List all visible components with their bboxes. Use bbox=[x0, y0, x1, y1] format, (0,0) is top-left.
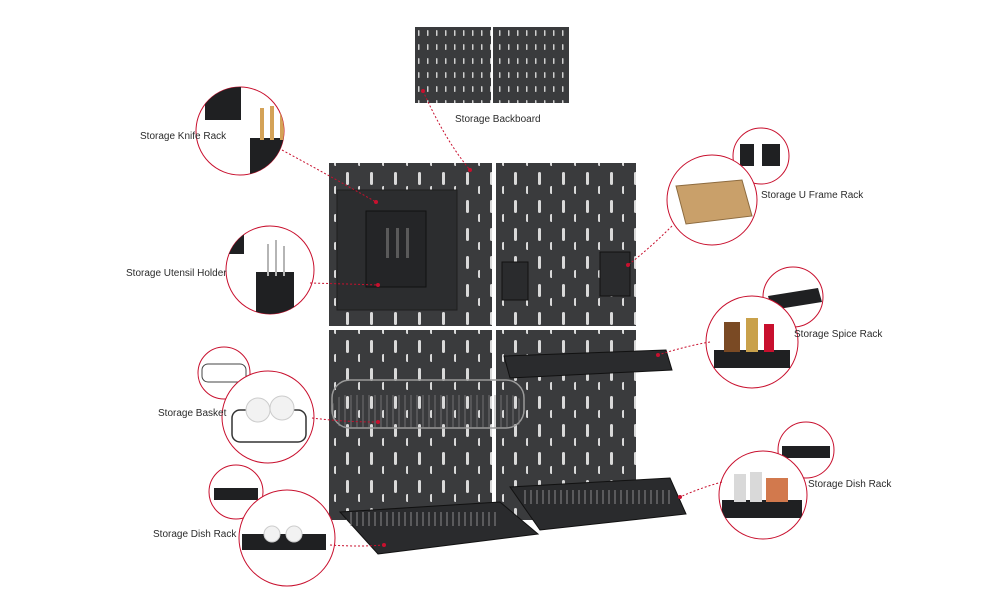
leader-lines bbox=[281, 90, 723, 547]
knife-rack-mounted bbox=[336, 189, 458, 311]
label-storage-dish-rack-right: Storage Dish Rack bbox=[808, 479, 892, 490]
dish-racks-mounted bbox=[338, 477, 687, 555]
dish-rack-right-callout bbox=[718, 421, 835, 540]
spice-rack-callout bbox=[705, 266, 824, 389]
label-storage-backboard: Storage Backboard bbox=[455, 114, 541, 125]
backboard-thumbnail bbox=[415, 27, 569, 103]
label-storage-knife-rack: Storage Knife Rack bbox=[140, 131, 227, 142]
label-storage-u-frame-rack: Storage U Frame Rack bbox=[761, 190, 864, 201]
knife-rack-callout bbox=[195, 86, 285, 176]
spice-shelf-mounted bbox=[503, 349, 673, 379]
utensil-holder-callout bbox=[225, 225, 315, 315]
pegboard-assembly bbox=[329, 163, 687, 555]
leader-dots bbox=[374, 89, 682, 547]
label-storage-spice-rack: Storage Spice Rack bbox=[794, 329, 883, 340]
label-storage-utensil-holder: Storage Utensil Holder bbox=[126, 268, 227, 279]
label-storage-dish-rack-left: Storage Dish Rack bbox=[153, 529, 237, 540]
u-frame-mounted bbox=[501, 251, 631, 301]
u-frame-callout bbox=[666, 127, 790, 246]
dish-rack-left-callout bbox=[208, 464, 336, 587]
basket-callout bbox=[197, 346, 315, 464]
label-storage-basket: Storage Basket bbox=[158, 408, 227, 419]
basket-mounted bbox=[331, 379, 525, 429]
